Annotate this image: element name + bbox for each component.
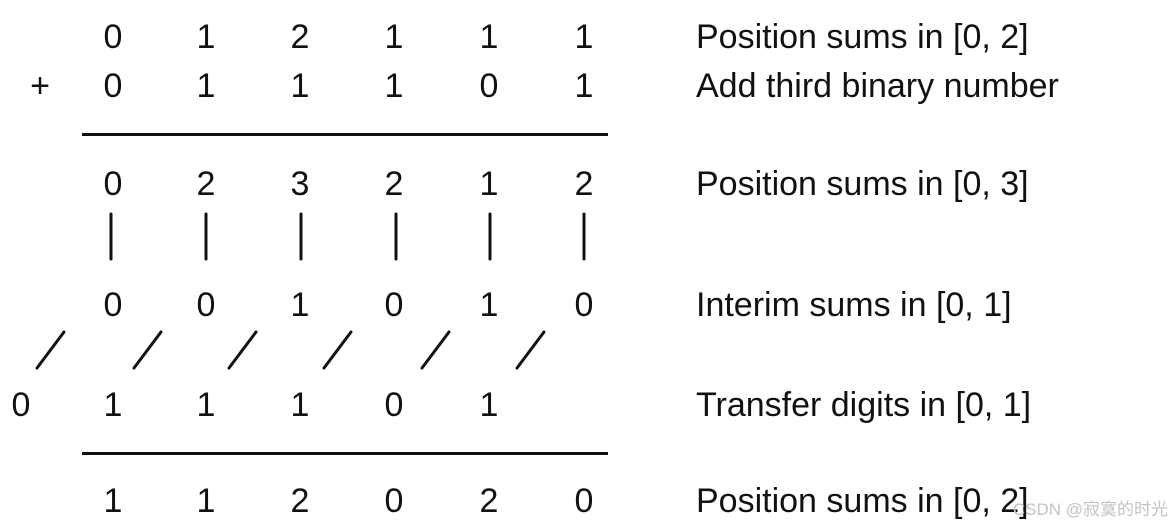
digit: 1 [479, 386, 499, 424]
digit: 1 [290, 67, 310, 105]
digit: 0 [196, 286, 216, 324]
digit: 2 [384, 165, 404, 203]
digit: 0 [103, 165, 123, 203]
sum-rule [82, 133, 608, 136]
digit: 1 [196, 67, 216, 105]
row-label: Position sums in [0, 3] [696, 165, 1029, 203]
transfer-connector [132, 330, 163, 370]
digit: 0 [103, 18, 123, 56]
digit: 1 [384, 67, 404, 105]
transfer-connector [322, 330, 353, 370]
digit: 1 [479, 165, 499, 203]
digit: 0 [384, 386, 404, 424]
row-label: Position sums in [0, 2] [696, 482, 1029, 520]
digit: 1 [103, 482, 123, 520]
transfer-connector [420, 330, 451, 370]
digit: 0 [384, 482, 404, 520]
digit: 1 [196, 386, 216, 424]
digit: 0 [384, 286, 404, 324]
transfer-connector [515, 330, 546, 370]
row-label: Add third binary number [696, 67, 1059, 105]
digit: 1 [290, 386, 310, 424]
digit: 0 [574, 286, 594, 324]
digit: 0 [574, 482, 594, 520]
digit: 1 [479, 286, 499, 324]
digit: 1 [196, 18, 216, 56]
digit: 2 [290, 482, 310, 520]
row-label: Interim sums in [0, 1] [696, 286, 1012, 324]
digit: 2 [479, 482, 499, 520]
plus-operator: + [30, 67, 50, 105]
digit: 2 [574, 165, 594, 203]
digit: 2 [196, 165, 216, 203]
watermark: CSDN @寂寞的时光 [1012, 500, 1168, 519]
digit: 1 [196, 482, 216, 520]
digit: 0 [11, 386, 31, 424]
digit: 0 [479, 67, 499, 105]
digit: 2 [290, 18, 310, 56]
transfer-connector [35, 330, 66, 370]
digit: 1 [384, 18, 404, 56]
row-label: Transfer digits in [0, 1] [696, 386, 1032, 424]
sum-rule [82, 452, 608, 455]
digit: 0 [103, 286, 123, 324]
transfer-connector [227, 330, 258, 370]
digit: 1 [574, 67, 594, 105]
digit: 1 [574, 18, 594, 56]
digit: 0 [103, 67, 123, 105]
digit: 1 [479, 18, 499, 56]
digit: 3 [290, 165, 310, 203]
digit: 1 [103, 386, 123, 424]
digit: 1 [290, 286, 310, 324]
row-label: Position sums in [0, 2] [696, 18, 1029, 56]
